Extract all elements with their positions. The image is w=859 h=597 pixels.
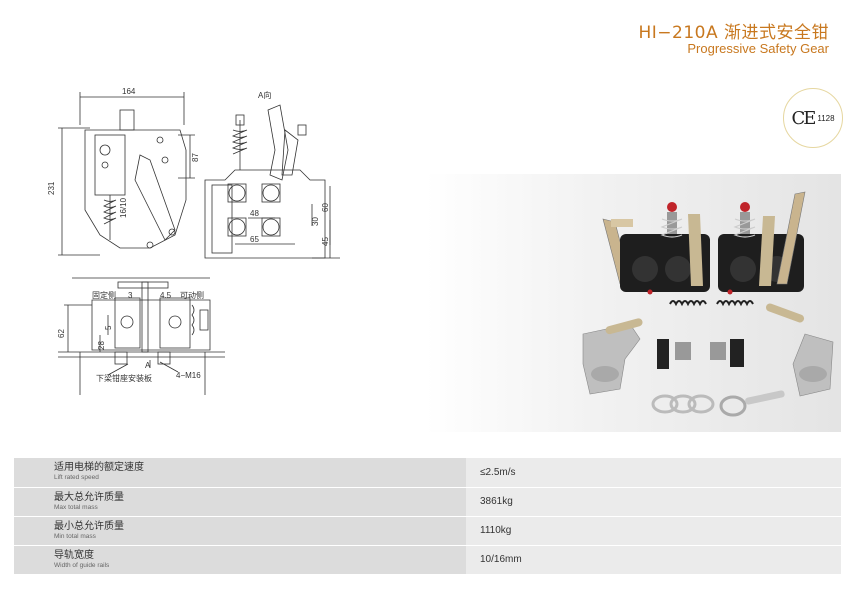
arrow-a-label: A bbox=[145, 361, 151, 370]
spec-row: 最小总允许质量 Min total mass 1110kg bbox=[14, 516, 841, 546]
spec-value: 10/16mm bbox=[466, 545, 841, 575]
spec-value: ≤2.5m/s bbox=[466, 458, 841, 488]
spec-label-zh: 导轨宽度 bbox=[54, 549, 94, 561]
product-photo-illustration bbox=[582, 191, 834, 417]
spec-row: 最大总允许质量 Max total mass 3861kg bbox=[14, 487, 841, 517]
dim-231: 231 bbox=[47, 181, 56, 195]
spec-table: 适用电梯的额定速度 Lift rated speed ≤2.5m/s 最大总允许… bbox=[14, 458, 841, 575]
ce-certification-badge: CE 1128 bbox=[783, 88, 843, 148]
dim-48: 48 bbox=[250, 209, 259, 218]
dim-4-5: 4.5 bbox=[160, 291, 172, 300]
spec-label-zh: 最大总允许质量 bbox=[54, 491, 124, 503]
dim-62: 62 bbox=[57, 329, 66, 338]
spec-value: 3861kg bbox=[466, 487, 841, 517]
bolt-label: 4−M16 bbox=[176, 371, 201, 380]
dim-60: 60 bbox=[321, 203, 330, 212]
spec-label-en: Lift rated speed bbox=[54, 474, 99, 482]
dim-3: 3 bbox=[128, 291, 133, 300]
spec-row: 适用电梯的额定速度 Lift rated speed ≤2.5m/s bbox=[14, 458, 841, 488]
mount-plate-label: 下梁钳座安装板 bbox=[96, 373, 152, 383]
product-title-zh: HI−210A 渐进式安全钳 bbox=[638, 23, 829, 43]
dim-45: 45 bbox=[321, 237, 330, 246]
movable-side-label: 可动侧 bbox=[180, 290, 204, 300]
dim-30: 30 bbox=[311, 217, 320, 226]
dim-28: 28 bbox=[97, 341, 106, 350]
spec-value: 1110kg bbox=[466, 516, 841, 546]
dim-65: 65 bbox=[250, 235, 259, 244]
dim-164: 164 bbox=[122, 87, 136, 96]
view-a-label: A向 bbox=[258, 90, 271, 100]
product-title-en: Progressive Safety Gear bbox=[687, 41, 829, 56]
spec-label-en: Max total mass bbox=[54, 503, 98, 511]
spec-label-cell: 最小总允许质量 Min total mass bbox=[14, 516, 466, 546]
spec-row: 导轨宽度 Width of guide rails 10/16mm bbox=[14, 545, 841, 575]
ce-number: 1128 bbox=[817, 113, 835, 123]
spec-label-cell: 最大总允许质量 Max total mass bbox=[14, 487, 466, 517]
spec-label-en: Min total mass bbox=[54, 532, 96, 540]
spec-label-cell: 适用电梯的额定速度 Lift rated speed bbox=[14, 458, 466, 488]
spec-label-zh: 适用电梯的额定速度 bbox=[54, 462, 144, 474]
dim-87: 87 bbox=[191, 153, 200, 162]
technical-drawing: 164 231 87 16/10 A向 48 65 30 60 45 固定侧 3… bbox=[47, 87, 340, 395]
fixed-side-label: 固定侧 bbox=[92, 290, 116, 300]
spec-label-zh: 最小总允许质量 bbox=[54, 520, 124, 532]
dim-5: 5 bbox=[104, 325, 113, 330]
product-photo bbox=[425, 174, 841, 432]
spec-label-cell: 导轨宽度 Width of guide rails bbox=[14, 545, 466, 575]
ce-mark-icon: CE bbox=[791, 107, 816, 129]
spec-label-en: Width of guide rails bbox=[54, 561, 110, 569]
dim-16-10: 16/10 bbox=[119, 197, 128, 218]
